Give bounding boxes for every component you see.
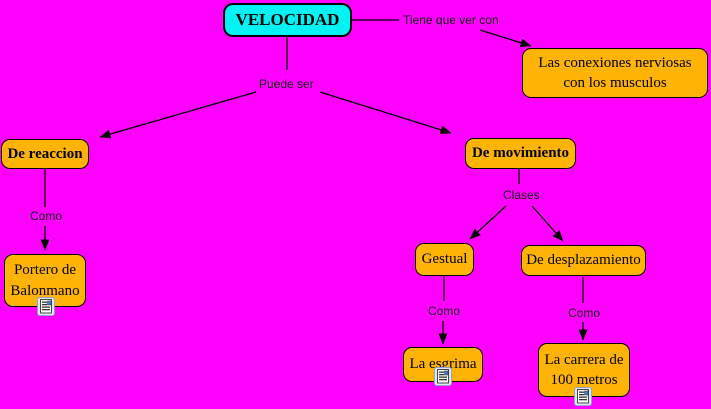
node-conexiones-nerviosas[interactable]: Las conexiones nerviosas con los musculo… (522, 48, 708, 98)
edge-clases-to-gestual-arrow (469, 205, 507, 240)
resource-icon[interactable] (574, 387, 592, 406)
node-de-desplazamiento[interactable]: De desplazamiento (521, 245, 646, 276)
edge-tiene-to-conexiones-arrow (479, 29, 532, 48)
resource-icon[interactable] (37, 297, 55, 316)
resource-icon[interactable] (434, 367, 452, 386)
link-phrase-clases[interactable]: Clases (503, 188, 540, 202)
node-gestual[interactable]: Gestual (415, 243, 474, 276)
edge-puedeser-to-movimiento-arrow (319, 91, 452, 135)
node-portero-de-balonmano[interactable]: Portero de Balonmano (4, 254, 86, 307)
link-phrase-como-gestual[interactable]: Como (428, 304, 461, 318)
node-de-reaccion[interactable]: De reaccion (1, 139, 89, 169)
link-phrase-puede-ser[interactable]: Puede ser (259, 77, 314, 91)
node-velocidad[interactable]: VELOCIDAD (223, 3, 352, 37)
edge-clases-to-desplazamiento-arrow (531, 205, 564, 242)
link-phrase-tiene-que-ver-con[interactable]: Tiene que ver con (403, 13, 499, 27)
node-de-movimiento[interactable]: De movimiento (465, 138, 576, 169)
link-phrase-como-desplazamiento[interactable]: Como (568, 306, 601, 320)
edge-puedeser-to-reaccion-arrow (99, 91, 257, 139)
link-phrase-como-reaccion[interactable]: Como (30, 209, 63, 223)
